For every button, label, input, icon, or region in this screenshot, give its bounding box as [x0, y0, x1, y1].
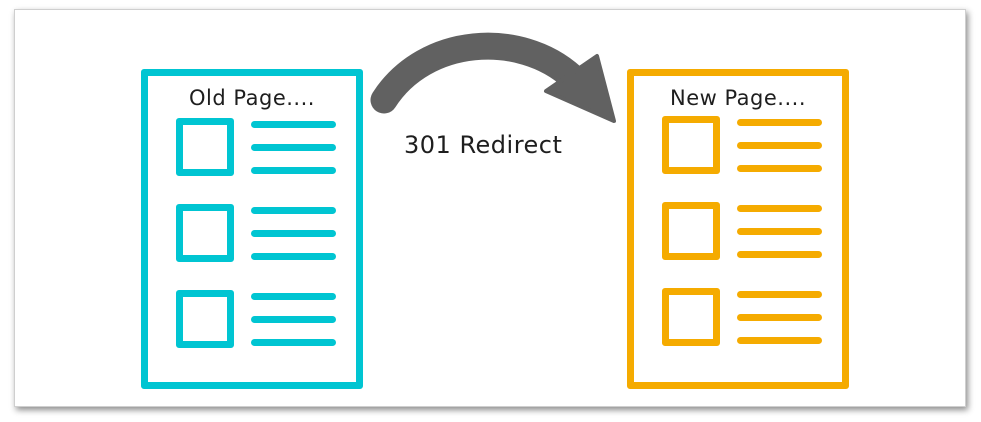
new-page-content-row — [662, 116, 822, 176]
old-page-content-row — [176, 118, 336, 178]
new-page-thumbnail — [662, 202, 720, 260]
new-page-text-line — [737, 165, 822, 172]
new-page-text-line — [737, 205, 822, 212]
old-page-content-row — [176, 290, 336, 350]
new-page-text-line — [737, 314, 822, 321]
old-page-text-line — [251, 167, 336, 174]
old-page-text-line — [251, 121, 336, 128]
old-page-content-row — [176, 204, 336, 264]
redirect-arrow-shaft — [370, 32, 586, 114]
old-page-document: Old Page.... — [141, 69, 363, 389]
old-page-thumbnail — [176, 290, 234, 348]
new-page-thumbnail — [662, 116, 720, 174]
old-page-text-line — [251, 339, 336, 346]
redirect-arrow-head — [544, 54, 616, 123]
old-page-text-line — [251, 293, 336, 300]
old-page-text-line — [251, 144, 336, 151]
old-page-text-line — [251, 316, 336, 323]
new-page-thumbnail — [662, 288, 720, 346]
old-page-thumbnail — [176, 204, 234, 262]
new-page-text-line — [737, 291, 822, 298]
old-page-text-line — [251, 253, 336, 260]
new-page-text-line — [737, 337, 822, 344]
new-page-content-row — [662, 288, 822, 348]
old-page-text-line — [251, 207, 336, 214]
new-page-text-line — [737, 251, 822, 258]
new-page-text-line — [737, 228, 822, 235]
new-page-title: New Page.... — [669, 86, 807, 110]
new-page-text-line — [737, 142, 822, 149]
old-page-title: Old Page.... — [189, 86, 315, 110]
new-page-document: New Page.... — [627, 69, 849, 389]
old-page-text-line — [251, 230, 336, 237]
redirect-label: 301 Redirect — [404, 131, 563, 159]
old-page-thumbnail — [176, 118, 234, 176]
new-page-content-row — [662, 202, 822, 262]
new-page-text-line — [737, 119, 822, 126]
